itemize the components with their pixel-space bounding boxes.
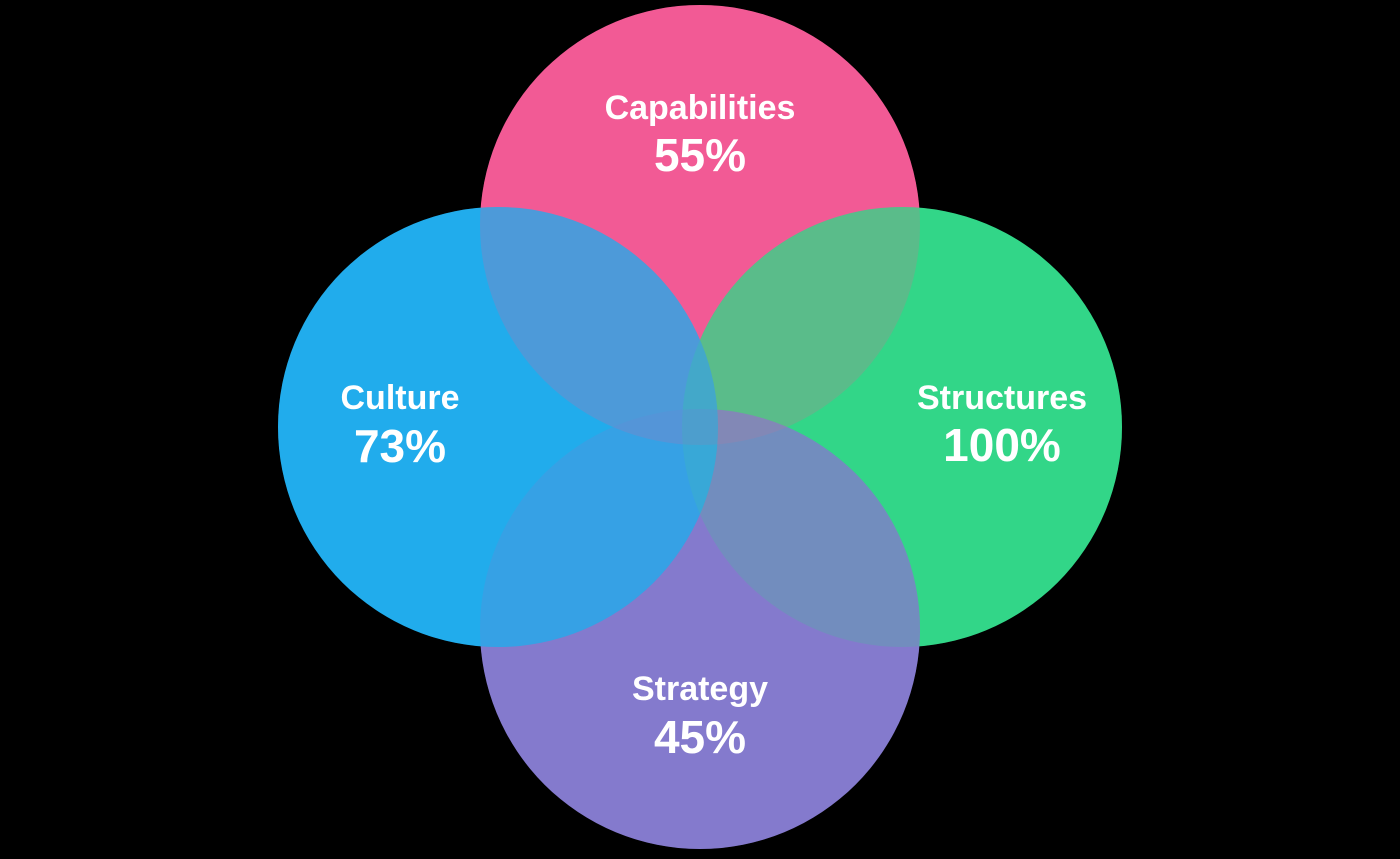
culture-label: Culture: [341, 379, 460, 417]
capabilities-label: Capabilities: [605, 89, 796, 127]
circle-strategy-overlay: [480, 409, 920, 849]
set-label-group-strategy: Strategy 45%: [632, 670, 768, 763]
venn-blend-layer: [278, 5, 1122, 849]
circle-structures-overlay: [682, 207, 1122, 647]
strategy-label: Strategy: [632, 670, 768, 708]
circle-culture-base: [278, 207, 718, 647]
strategy-value: 45%: [654, 711, 746, 763]
structures-label: Structures: [917, 379, 1087, 417]
set-label-group-capabilities: Capabilities 55%: [605, 89, 796, 181]
set-labels: Capabilities 55% Culture 73% Structures …: [341, 89, 1088, 763]
venn-base-layer: [278, 5, 1122, 849]
structures-value: 100%: [943, 419, 1061, 471]
culture-value: 73%: [354, 420, 446, 472]
set-label-group-culture: Culture 73%: [341, 379, 460, 472]
capabilities-value: 55%: [654, 129, 746, 181]
set-label-group-structures: Structures 100%: [917, 379, 1087, 471]
circle-capabilities-overlay: [480, 5, 920, 445]
circle-culture-overlay: [278, 207, 718, 647]
